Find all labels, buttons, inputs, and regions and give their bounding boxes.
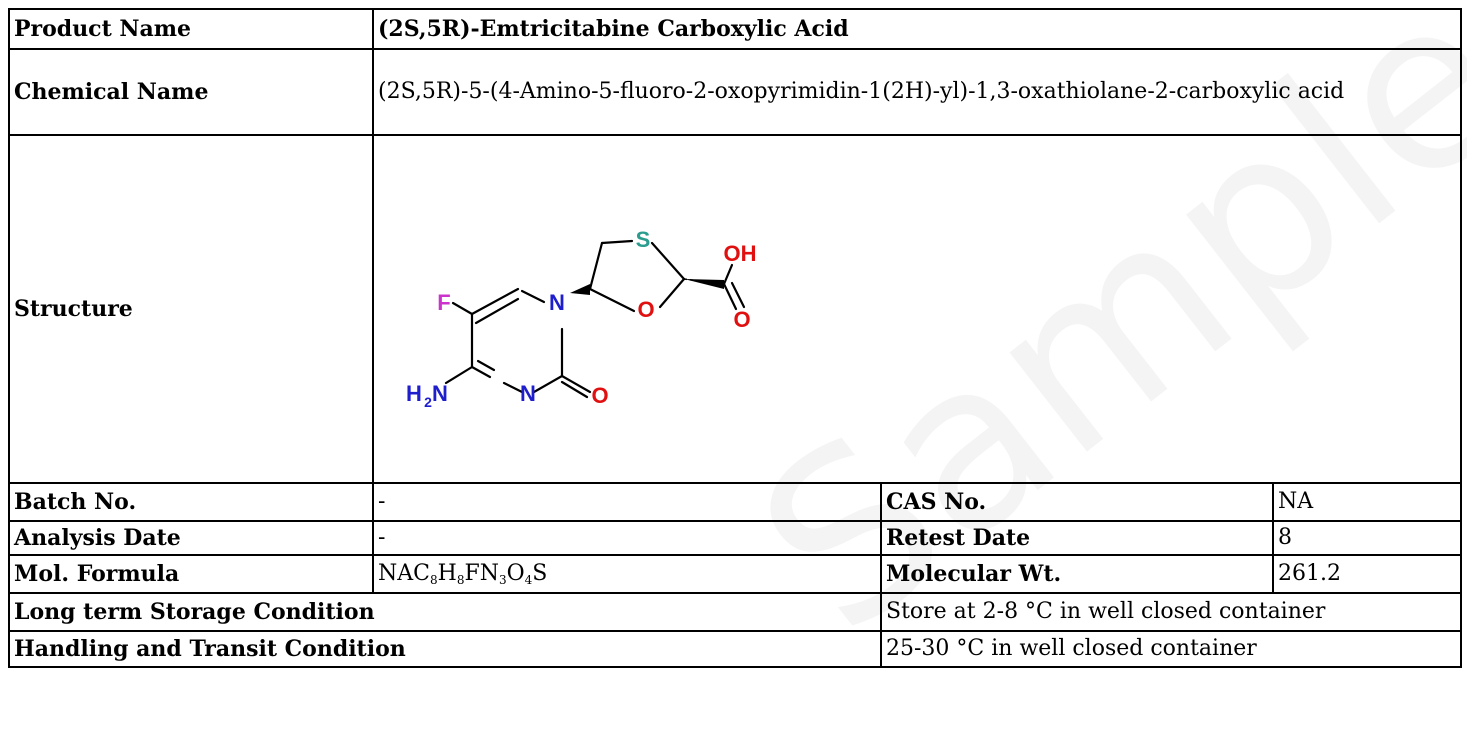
product-name-label: Product Name [8,8,374,50]
row-batch: Batch No. - CAS No. NA [8,482,1463,522]
row-handling: Handling and Transit Condition 25-30 °C … [8,630,1463,668]
formula-part: FN [464,561,499,586]
handling-condition-value: 25-30 °C in well closed container [879,630,1463,668]
atom-n1: N [549,290,565,315]
chemical-structure-image: F N S OH O O N O H 2 N [406,227,757,410]
formula-part: S [532,561,548,586]
atom-n-amine: N [432,381,448,406]
cas-no-value: NA [1271,482,1463,522]
coa-table: Product Name (2S,5R)-Emtricitabine Carbo… [8,8,1463,668]
batch-no-value: - [372,482,882,522]
atom-o-ring: O [637,297,654,322]
formula-subscript: 3 [498,573,507,587]
formula-subscript: 4 [524,573,533,587]
formula-part: O [506,561,525,586]
analysis-date-value: - [372,520,882,556]
chemical-name-value: (2S,5R)-5-(4-Amino-5-fluoro-2-oxopyrimid… [371,48,1463,136]
structure-cell: F N S OH O O N O H 2 N [371,134,1463,484]
atom-oh: OH [724,241,757,266]
formula-part: NAC [378,561,430,586]
formula-part: H [437,561,457,586]
storage-condition-value: Store at 2-8 °C in well closed container [879,592,1463,632]
molecular-wt-value: 261.2 [1271,554,1463,594]
atom-f: F [437,290,450,315]
atom-o-acid: O [733,307,750,332]
row-analysis: Analysis Date - Retest Date 8 [8,520,1463,556]
row-chemical-name: Chemical Name (2S,5R)-5-(4-Amino-5-fluor… [8,48,1463,136]
mol-formula-value: NAC8H8FN3O4S [372,554,882,594]
structure-label: Structure [8,134,374,484]
atom-s: S [636,227,651,252]
batch-no-label: Batch No. [8,482,374,522]
product-name-value: (2S,5R)-Emtricitabine Carboxylic Acid [371,8,1463,50]
molecular-wt-label: Molecular Wt. [880,554,1274,594]
retest-date-value: 8 [1271,520,1463,556]
row-product-name: Product Name (2S,5R)-Emtricitabine Carbo… [8,8,1463,50]
atom-h-subscript: 2 [424,394,432,410]
atom-n3: N [520,381,536,406]
row-formula: Mol. Formula NAC8H8FN3O4S Molecular Wt. … [8,554,1463,594]
atom-o-keto: O [591,383,608,408]
atom-h: H [406,381,422,406]
row-structure: Structure [8,134,1463,484]
mol-formula-label: Mol. Formula [8,554,374,594]
formula-subscript: 8 [456,573,465,587]
chemical-name-label: Chemical Name [8,48,374,136]
analysis-date-label: Analysis Date [8,520,374,556]
handling-condition-label: Handling and Transit Condition [8,630,882,668]
retest-date-label: Retest Date [880,520,1274,556]
cas-no-label: CAS No. [880,482,1274,522]
storage-condition-label: Long term Storage Condition [8,592,882,632]
formula-subscript: 8 [429,573,438,587]
row-storage: Long term Storage Condition Store at 2-8… [8,592,1463,632]
